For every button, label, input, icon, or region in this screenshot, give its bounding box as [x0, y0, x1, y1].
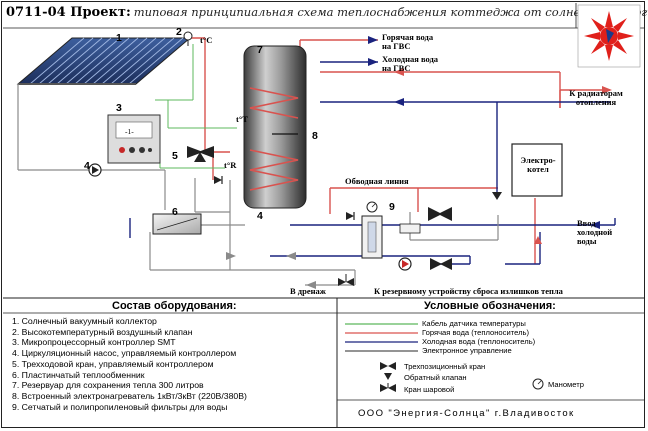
label-number-7: 7 — [257, 44, 263, 56]
check-valve-icon — [492, 192, 502, 200]
label-number-5: 5 — [172, 150, 178, 162]
equipment-item: 4. Циркуляционный насос, управляемый кон… — [12, 348, 237, 359]
equipment-heading: Состав оборудования: — [112, 300, 237, 312]
equipment-item: 2. Высокотемпературный воздушный клапан — [12, 326, 193, 337]
tank-coil-lower — [249, 149, 299, 191]
cold-inlet-label: Ввод холодной воды — [577, 218, 613, 246]
label-number-4: 4 — [84, 160, 90, 172]
bypass-label: Обводная линия — [345, 176, 409, 186]
legend-ball: Кран шаровой — [404, 385, 455, 394]
label-number-6: 6 — [172, 206, 178, 218]
legend-item-sensor: Кабель датчика температуры — [422, 319, 526, 328]
label-number-8: 8 — [312, 130, 318, 142]
tank-coil-upper — [249, 87, 299, 119]
collector-tubes — [29, 37, 184, 85]
sensor-label-tr: t°R — [224, 160, 237, 170]
legend-item-cold: Холодная вода (теплоноситель) — [422, 337, 536, 346]
legend-check: Обратный клапан — [404, 373, 467, 382]
sensor-label-tc: t°C — [200, 35, 213, 45]
water-filter — [361, 215, 421, 259]
three-way-valve-icon — [430, 258, 452, 270]
equipment-item: 5. Трехходовой кран, управляемый контрол… — [12, 358, 214, 369]
equipment-item: 3. Микропроцессорный контроллер SMT — [12, 337, 176, 348]
pressure-gauge-icon — [366, 201, 378, 213]
check-valve-icon — [346, 212, 355, 220]
sensor-label-tt: t°T — [236, 114, 248, 124]
three-way-valve-icon — [428, 207, 452, 221]
plate-heat-exchanger — [152, 213, 202, 235]
project-subtitle: типовая принципиальная схема теплоснабже… — [133, 5, 648, 19]
company-name: ООО "Энергия-Солнца" г.Владивосток — [358, 408, 575, 419]
boiler-label: Электро- котел — [520, 155, 556, 174]
relief-label: К резервному устройству сброса излишков … — [374, 286, 563, 296]
equipment-item: 6. Пластинчатый теплообменник — [12, 369, 145, 380]
legend-heading: Условные обозначения: — [424, 300, 556, 312]
page-title: 0711-04 Проект:типовая принципиальная сх… — [6, 5, 648, 20]
drain-label: В дренаж — [290, 286, 326, 296]
radiators-label: К радиаторам отопления — [569, 88, 623, 107]
check-valve-icon — [214, 176, 223, 184]
legend-symbols — [345, 323, 544, 392]
circulation-pump-icon — [398, 257, 412, 271]
legend-gauge: Манометр — [548, 380, 584, 389]
sensor-cables — [155, 44, 237, 169]
equipment-list: 1. Солнечный вакуумный коллектор 2. Высо… — [12, 316, 247, 412]
legend-item-control: Электронное управление — [422, 346, 512, 355]
controller-display: -1- — [125, 127, 134, 136]
solar-collector — [16, 37, 192, 85]
cold-water-gvs-label: Холодная вода на ГВС — [382, 54, 439, 73]
equipment-item: 9. Сетчатый и полипропиленовый фильтры д… — [12, 401, 228, 412]
label-number-2: 2 — [176, 26, 182, 38]
equipment-item: 1. Солнечный вакуумный коллектор — [12, 316, 157, 326]
project-code: 0711-04 Проект: — [6, 5, 131, 20]
air-valve-icon — [183, 31, 193, 46]
electric-boiler — [511, 143, 563, 197]
sun-logo-icon — [577, 4, 641, 68]
equipment-item: 7. Резервуар для сохранения тепла 300 ли… — [12, 380, 204, 391]
label-number-1: 1 — [116, 32, 122, 44]
three-way-valve-icon — [187, 146, 214, 162]
storage-tank — [243, 45, 307, 209]
equipment-item: 8. Встроенный электронагреватель 1кВт/3к… — [12, 390, 247, 401]
label-number-9: 9 — [389, 201, 395, 213]
ball-valve-icon — [338, 274, 354, 286]
legend-item-hot: Горячая вода (теплоноситель) — [422, 328, 529, 337]
flow-arrows — [226, 36, 612, 289]
legend-three-way: Трехпозиционный кран — [404, 362, 486, 371]
label-number-4b: 4 — [257, 210, 263, 222]
hot-water-gvs-label: Горячая вода на ГВС — [382, 32, 434, 51]
controller — [107, 114, 161, 164]
label-number-3: 3 — [116, 102, 122, 114]
grey-pipes — [17, 84, 499, 286]
circulation-pump-icon — [88, 163, 102, 177]
